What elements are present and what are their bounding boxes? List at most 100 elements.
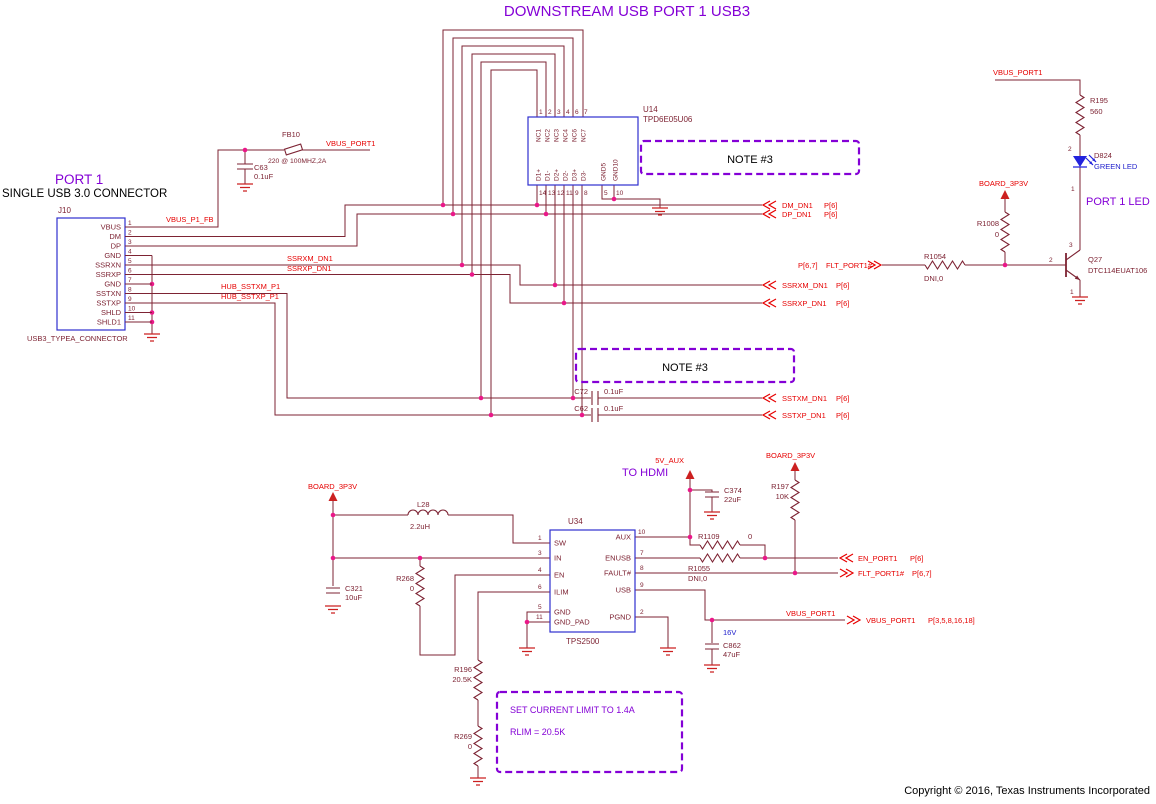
- r197-value: 10K: [776, 492, 789, 501]
- net-label-ssrxm-dn1: SSRXM_DN1: [287, 254, 333, 263]
- resistor-r195: [1074, 94, 1086, 136]
- connector-body: [56, 217, 126, 331]
- junction-dot: [570, 395, 576, 401]
- u34-pin-number: 2: [640, 609, 644, 616]
- resistor-r1109: [699, 539, 741, 551]
- q27-refdes: Q27: [1088, 255, 1102, 264]
- u34-pin-gndpad: GND_PAD: [554, 618, 590, 627]
- capacitor-c862: [705, 643, 719, 650]
- u34-pin-number: 1: [538, 535, 542, 542]
- ground-symbol: [470, 777, 486, 786]
- pin-number: 2: [128, 230, 132, 237]
- u14-pin-name-gnd10: GND10: [613, 159, 620, 181]
- u14-pin-number: 7: [584, 109, 588, 116]
- note-border: [639, 139, 861, 176]
- junction-dot: [687, 487, 693, 493]
- u14-pin-number: 1: [539, 109, 543, 116]
- pin-name-sstxn: SSTXN: [96, 289, 121, 298]
- junction-dot: [459, 262, 465, 268]
- port-chevron-icon: [761, 410, 777, 420]
- u34-pin-number: 6: [538, 584, 542, 591]
- c862-rating: 16V: [723, 628, 736, 637]
- power-arrow-board3p3v-r197-icon: [790, 462, 800, 471]
- ground-symbol: [704, 664, 720, 673]
- port-flt-in-page: P[6,7]: [798, 261, 818, 270]
- resistor-r1055: [699, 552, 741, 564]
- signal-ports: DM_DN1 P[6] DP_DN1 P[6] SSRXM_DN1 P[6] S…: [761, 200, 849, 420]
- note-box-mid: NOTE #3: [574, 347, 796, 384]
- c374-value: 22uF: [724, 495, 742, 504]
- resistor-r1008: [999, 211, 1011, 253]
- copyright-text: Copyright © 2016, Texas Instruments Inco…: [904, 785, 1150, 797]
- u34-pin-in: IN: [554, 554, 562, 563]
- port-chevron-icon: [839, 568, 855, 578]
- d824-pin1: 1: [1071, 186, 1075, 193]
- u34-pin-number: 3: [538, 550, 542, 557]
- net-label-hub-sstxp-p1: HUB_SSTXP_P1: [221, 292, 279, 301]
- port-chevron-icon: [761, 393, 777, 403]
- port-en-port1-page: P[6]: [910, 554, 923, 563]
- resistor-r196: [472, 659, 484, 701]
- pin-number: 9: [128, 296, 132, 303]
- ground-symbol: [237, 183, 253, 192]
- resistor-r268: [414, 565, 426, 607]
- q27-value: DTC114EUAT106: [1088, 266, 1147, 275]
- r1055-value: DNI,0: [688, 574, 707, 583]
- l28-value: 2.2uH: [410, 522, 430, 531]
- pin-number: 6: [128, 268, 132, 275]
- c62-value: 0.1uF: [604, 404, 624, 413]
- ground-symbols: [144, 183, 1088, 786]
- r1054-refdes: R1054: [924, 252, 946, 261]
- u14-pin-name-d2m: D2-: [563, 171, 570, 181]
- u14-pin-number: 6: [575, 109, 579, 116]
- u34-pin-fault: FAULT#: [604, 569, 632, 578]
- u34-body: [549, 529, 636, 633]
- note-text: NOTE #3: [727, 154, 773, 166]
- r268-value: 0: [410, 584, 414, 593]
- u34-pin-gnd: GND: [554, 608, 571, 617]
- junction-dot: [561, 300, 567, 306]
- u34-pin-enusb: ENUSB: [605, 554, 631, 563]
- c321-value: 10uF: [345, 593, 363, 602]
- c862-value: 47uF: [723, 650, 741, 659]
- note-border: [495, 690, 684, 774]
- current-limit-note: SET CURRENT LIMIT TO 1.4A RLIM = 20.5K: [495, 690, 684, 774]
- port-flt-in: FLT_PORT1#: [826, 261, 873, 270]
- c72-refdes: C72: [574, 387, 588, 396]
- c63-value: 0.1uF: [254, 172, 274, 181]
- pin-name-vbus: VBUS: [101, 223, 121, 232]
- net-label-board3p3v-r197: BOARD_3P3V: [766, 451, 815, 460]
- u14-pin-number: 10: [616, 190, 624, 197]
- r1054-value: DNI,0: [924, 274, 943, 283]
- port-sstxp-dn1: SSTXP_DN1: [782, 411, 826, 420]
- r1109-value: 0: [748, 532, 752, 541]
- u14-refdes: U14: [643, 105, 658, 114]
- u34-pin-en: EN: [554, 571, 564, 580]
- r196-refdes: R196: [454, 665, 472, 674]
- u14-esd-chip: U14 TPD6E05U06 1 2 3 4 6 7 NC1 NC2 NC3 N…: [527, 105, 693, 197]
- inductor-l28: [407, 509, 449, 516]
- fb10-value: 220 @ 100MHZ,2A: [268, 158, 327, 165]
- u14-pin-name-d3p: D3+: [572, 169, 579, 181]
- r1008-refdes: R1008: [977, 219, 999, 228]
- connector-refdes: J10: [58, 206, 71, 215]
- u14-pin-name-nc6: NC6: [572, 129, 579, 142]
- u14-pin-name-nc7: NC7: [581, 129, 588, 142]
- pin-number: 5: [128, 258, 132, 265]
- port-sstxm-dn1: SSTXM_DN1: [782, 394, 827, 403]
- port-dp-dn1-page: P[6]: [824, 210, 837, 219]
- u34-pin-number: 4: [538, 567, 542, 574]
- net-label-vbus-port1: VBUS_PORT1: [326, 139, 375, 148]
- power-symbols: [328, 190, 1010, 501]
- port-ssrxm-dn1-page: P[6]: [836, 281, 849, 290]
- q27-pin-base: 2: [1049, 257, 1053, 264]
- u14-pin-number: 4: [566, 109, 570, 116]
- port-flt-port1-page: P[6,7]: [912, 569, 932, 578]
- l28-refdes: L28: [417, 500, 430, 509]
- junction-dots: [149, 147, 1008, 625]
- u34-pin-number: 9: [640, 582, 644, 589]
- junction-dot: [469, 272, 475, 277]
- junction-dot: [543, 211, 549, 217]
- junction-dot: [478, 395, 484, 401]
